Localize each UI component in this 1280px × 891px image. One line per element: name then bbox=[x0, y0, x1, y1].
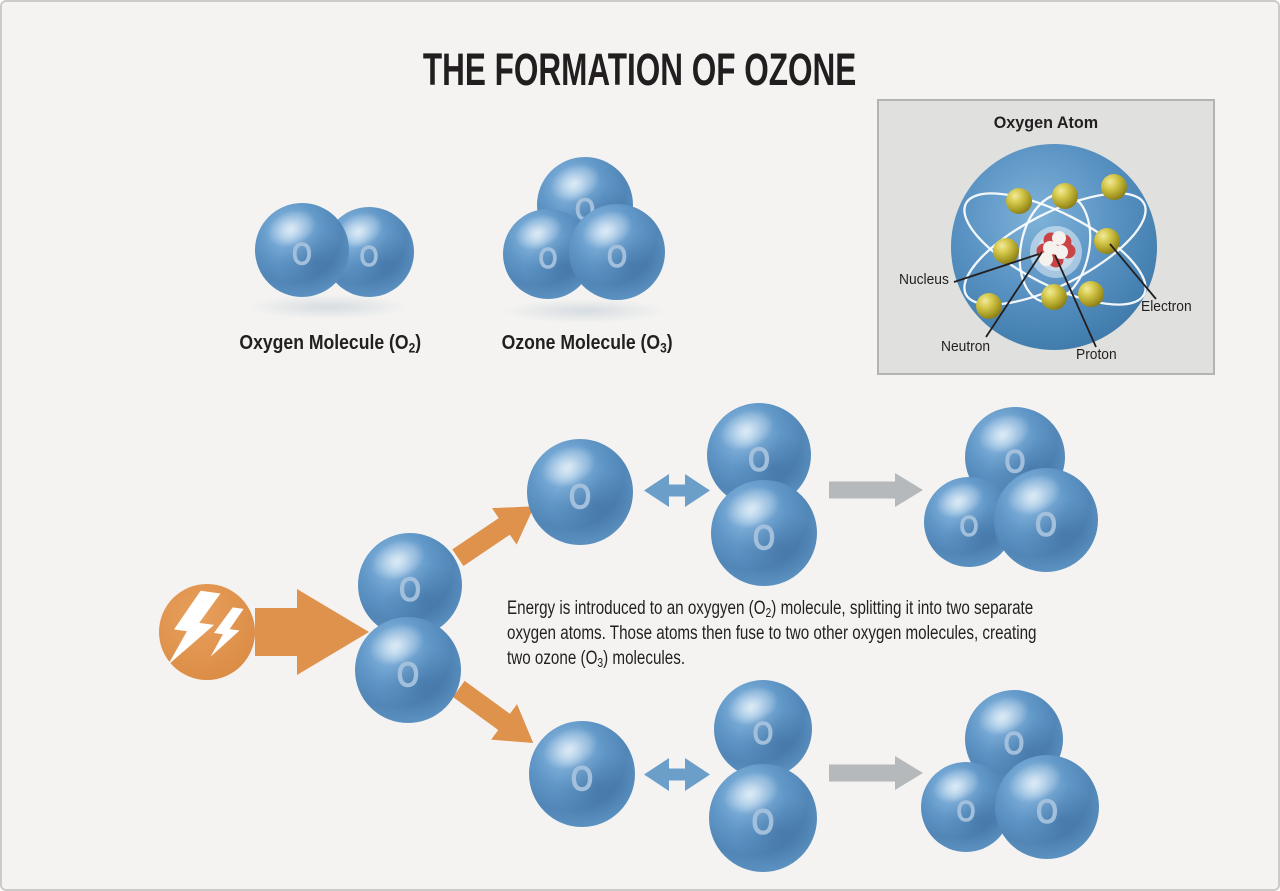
electron-label-text: Electron bbox=[1141, 298, 1192, 315]
oxygen-sphere: O bbox=[711, 480, 817, 586]
atom-symbol-label: O bbox=[359, 239, 379, 274]
description-line: two ozone (O3) molecules. bbox=[507, 646, 685, 671]
nucleus-leader-line bbox=[953, 253, 1040, 283]
neutron-label: Neutron bbox=[941, 338, 994, 355]
atom-symbol-label: O bbox=[570, 758, 594, 800]
label-text: Ozone Molecule (O bbox=[501, 332, 660, 354]
atom-symbol-label: O bbox=[606, 237, 628, 275]
oxygen-atom-diagram bbox=[951, 144, 1157, 350]
atom-symbol-label: O bbox=[291, 235, 313, 272]
electron-ball bbox=[976, 293, 1002, 319]
electron-ball bbox=[1101, 174, 1127, 200]
orbit-ellipse bbox=[963, 192, 1147, 306]
neutron-label-text: Neutron bbox=[941, 338, 991, 355]
electron-ball bbox=[1052, 183, 1078, 209]
desc-text: ) molecules. bbox=[603, 648, 686, 669]
electron-ball bbox=[1006, 188, 1032, 214]
split-arrow-top bbox=[452, 506, 535, 567]
label-text: ) bbox=[414, 332, 421, 354]
electron-leader-line bbox=[1109, 243, 1157, 300]
label-text: ) bbox=[666, 332, 673, 354]
desc-text: ) molecule, splitting it into two separa… bbox=[771, 598, 1034, 619]
oxygen-sphere: O bbox=[358, 533, 462, 637]
neutron-ball bbox=[1039, 252, 1053, 266]
label-text: Oxygen Molecule (O bbox=[239, 332, 409, 354]
nucleus-label: Nucleus bbox=[889, 271, 953, 288]
ozone-molecule-label: Ozone Molecule (O3) bbox=[477, 332, 697, 355]
atom-symbol-label: O bbox=[1004, 443, 1026, 481]
molecule-shadow bbox=[499, 298, 671, 324]
energy-source-badge bbox=[159, 584, 255, 680]
free-oxygen-atom: O bbox=[527, 439, 633, 545]
desc-text: oxygen atoms. Those atoms then fuse to t… bbox=[507, 623, 1037, 644]
atom-symbol-label: O bbox=[398, 570, 422, 610]
atom-symbol-label: O bbox=[956, 794, 976, 829]
desc-text: Energy is introduced to an oxygyen (O bbox=[507, 598, 766, 619]
atom-symbol-label: O bbox=[959, 509, 979, 544]
oxygen-sphere: O bbox=[994, 468, 1098, 572]
inset-title-text: Oxygen Atom bbox=[993, 113, 1099, 132]
electron-ball bbox=[1041, 284, 1067, 310]
oxygen-sphere: O bbox=[569, 204, 665, 300]
electron-ball bbox=[1078, 281, 1104, 307]
neutron-ball bbox=[1043, 241, 1057, 255]
atom-symbol-label: O bbox=[747, 440, 771, 480]
proton-leader-line bbox=[1054, 254, 1097, 348]
split-arrow-bottom bbox=[452, 680, 534, 744]
orbit-ellipse bbox=[963, 192, 1147, 306]
oxygen-sphere: O bbox=[709, 764, 817, 872]
molecule-shadow bbox=[242, 294, 414, 320]
atom-symbol-label: O bbox=[568, 476, 592, 518]
neutron-leader-line bbox=[985, 251, 1043, 338]
oxygen-sphere: O bbox=[995, 755, 1099, 859]
free-oxygen-atom: O bbox=[529, 721, 635, 827]
atom-symbol-label: O bbox=[538, 241, 558, 276]
oxygen-sphere: O bbox=[714, 680, 812, 778]
atom-symbol-label: O bbox=[396, 654, 420, 696]
atom-symbol-label: O bbox=[752, 517, 776, 559]
electron-ball bbox=[993, 238, 1019, 264]
lightning-icon bbox=[168, 590, 244, 665]
nucleus-label-text: Nucleus bbox=[898, 271, 949, 288]
proton-label-text: Proton bbox=[1076, 346, 1117, 363]
desc-text: two ozone (O bbox=[507, 648, 598, 669]
label-subscript: 3 bbox=[659, 340, 667, 356]
proton-label: Proton bbox=[1076, 346, 1120, 363]
electrons bbox=[976, 174, 1127, 319]
description-line: oxygen atoms. Those atoms then fuse to t… bbox=[507, 621, 1036, 646]
neutron-ball bbox=[1054, 245, 1068, 259]
oxygen-molecule-label: Oxygen Molecule (O2) bbox=[220, 332, 440, 355]
desc-subscript: 2 bbox=[765, 605, 772, 621]
energy-arrow bbox=[255, 589, 369, 675]
page-title-text: THE FORMATION OF OZONE bbox=[423, 44, 857, 95]
description-line: Energy is introduced to an oxygyen (O2) … bbox=[507, 596, 1033, 621]
fuse-arrow-top bbox=[644, 474, 710, 507]
atom-symbol-label: O bbox=[1035, 792, 1059, 832]
electron-label: Electron bbox=[1141, 298, 1196, 315]
atom-symbol-label: O bbox=[751, 802, 775, 844]
inset-title: Oxygen Atom bbox=[879, 113, 1213, 133]
fuse-arrow-bottom bbox=[644, 758, 710, 791]
oxygen-sphere: O bbox=[255, 203, 349, 297]
desc-subscript: 3 bbox=[597, 655, 604, 671]
oxygen-atom-inset: Oxygen Atom Nucleus Neutron Proton Elect… bbox=[877, 99, 1215, 375]
result-arrow-top bbox=[829, 473, 923, 507]
nucleus-cluster bbox=[1030, 226, 1082, 278]
atom-symbol-label: O bbox=[1034, 505, 1058, 545]
oxygen-sphere: O bbox=[355, 617, 461, 723]
page-title: THE FORMATION OF OZONE bbox=[2, 44, 1278, 96]
label-subscript: 2 bbox=[408, 340, 415, 356]
neutron-ball bbox=[1052, 231, 1066, 245]
atom-symbol-label: O bbox=[1003, 725, 1025, 763]
result-arrow-bottom bbox=[829, 756, 923, 790]
atom-symbol-label: O bbox=[752, 715, 774, 753]
leader-lines bbox=[953, 243, 1157, 348]
